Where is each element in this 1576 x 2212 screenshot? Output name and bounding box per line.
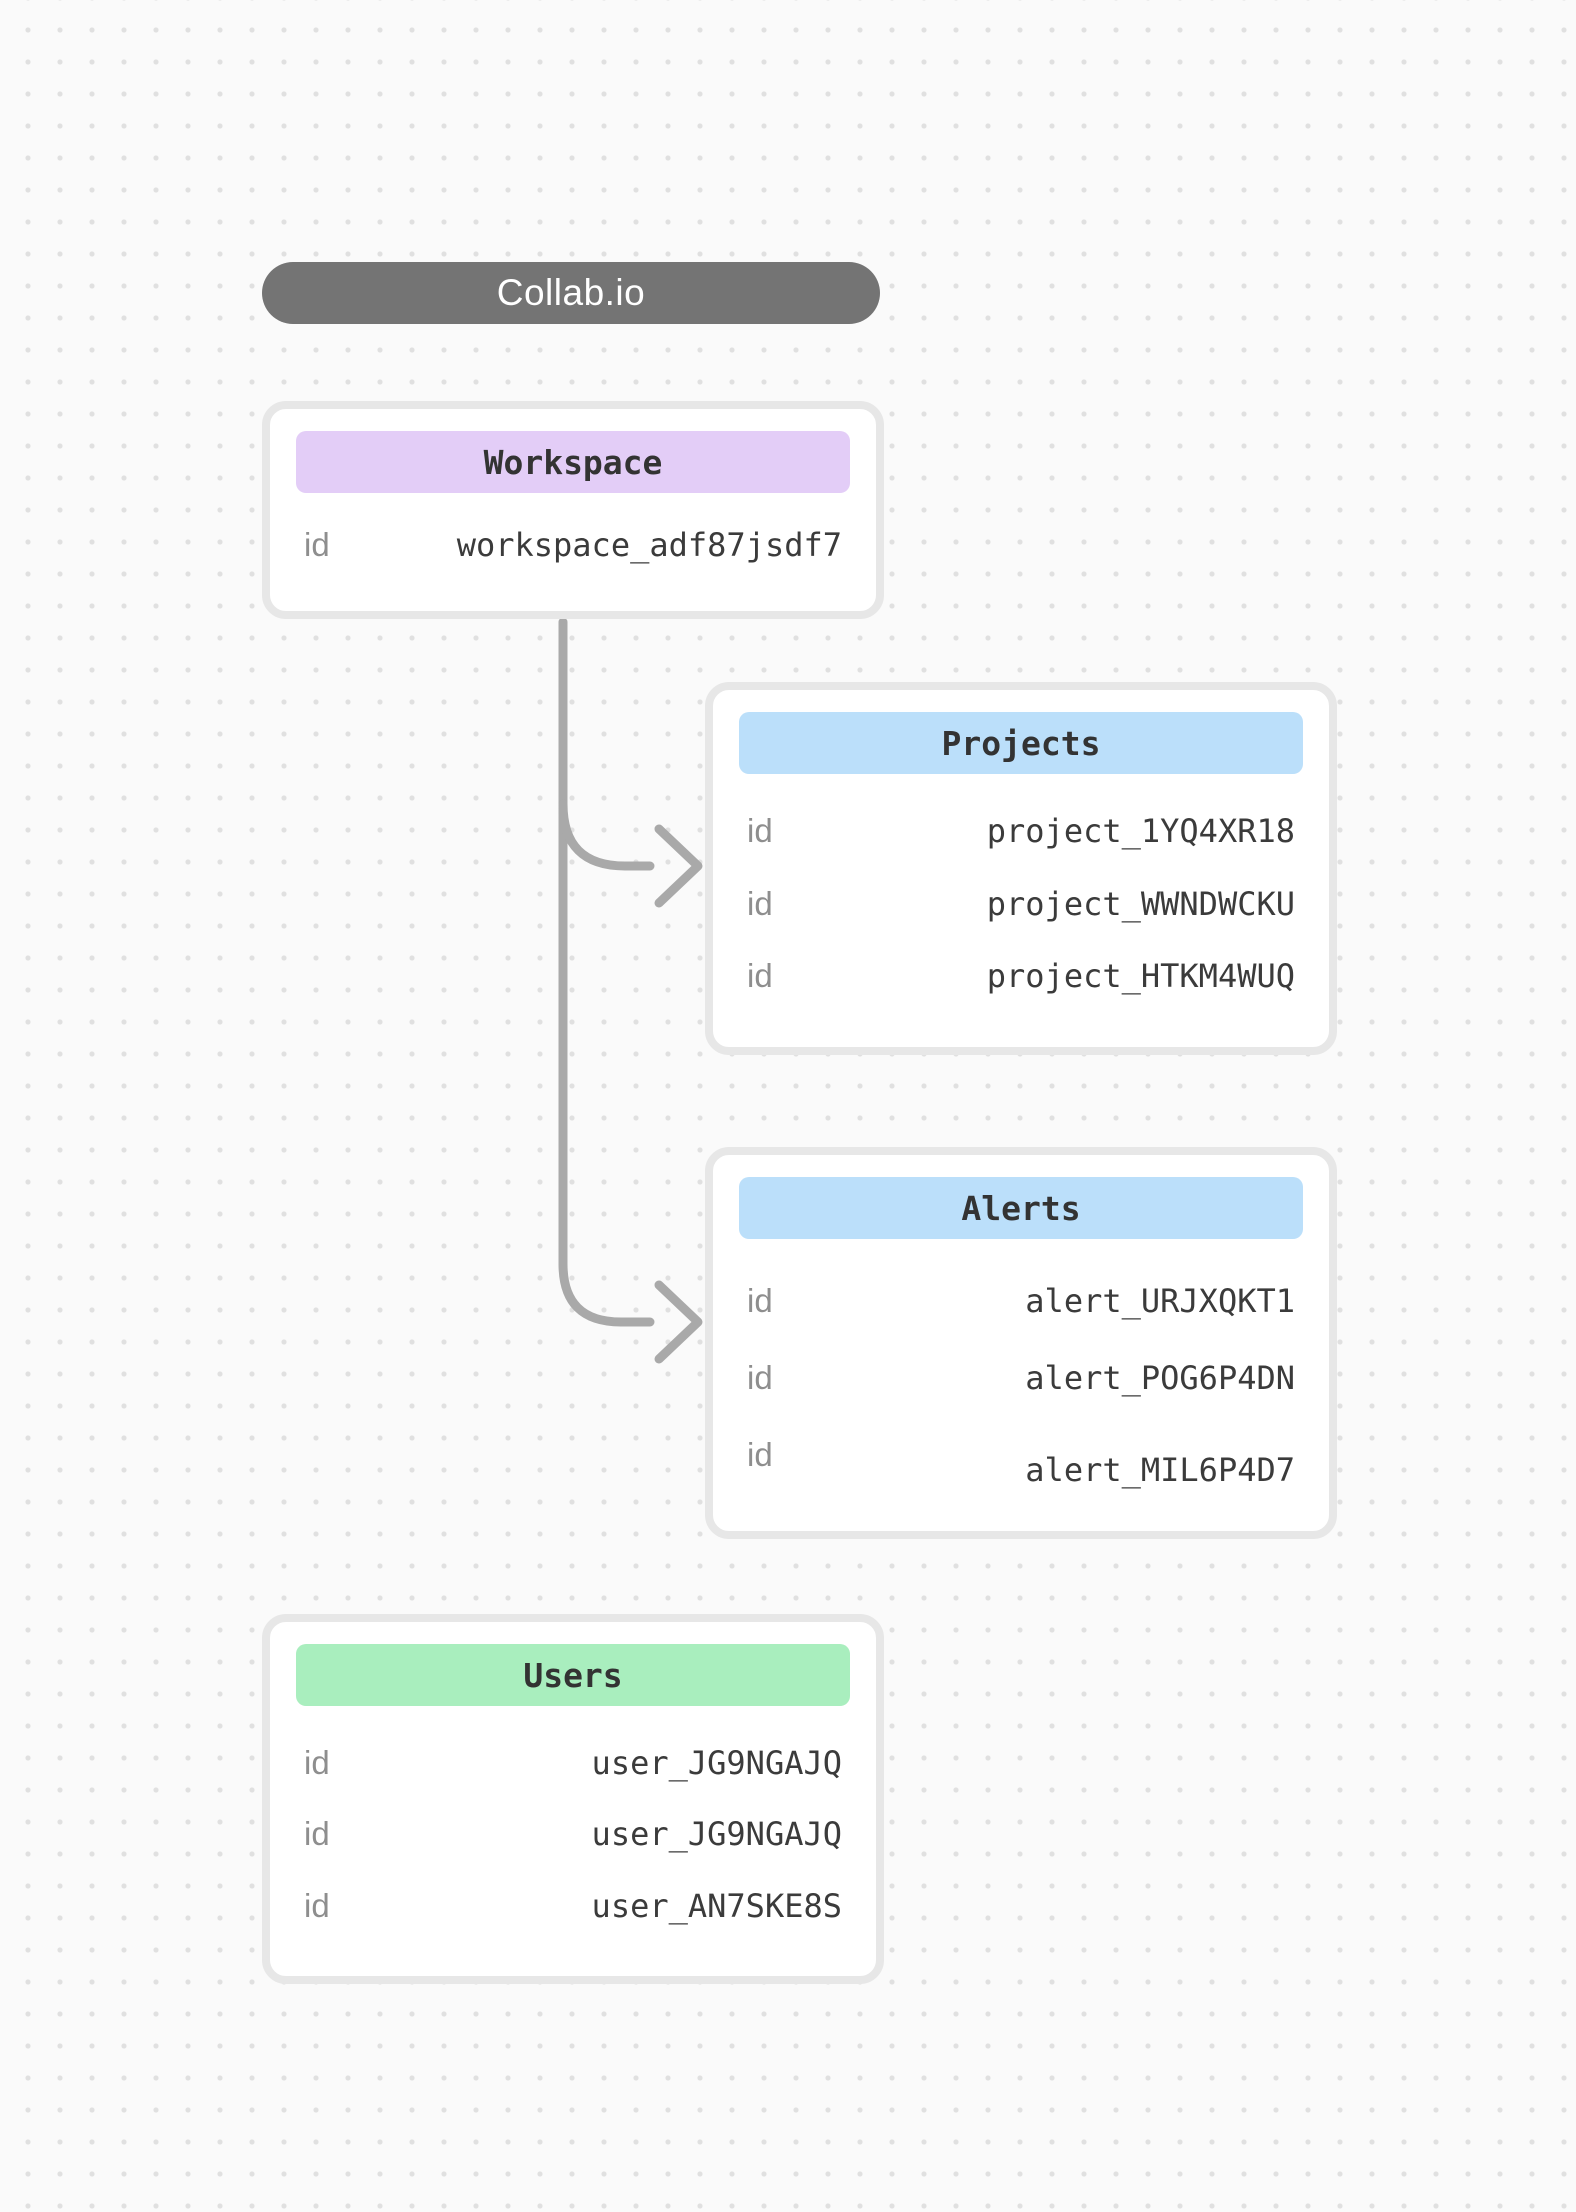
node-projects-header: Projects — [739, 712, 1303, 774]
row-value: project_HTKM4WUQ — [986, 956, 1295, 995]
node-projects-rows: id project_1YQ4XR18 id project_WWNDWCKU … — [739, 774, 1303, 1033]
row-value: alert_URJXQKT1 — [1025, 1282, 1295, 1320]
node-workspace[interactable]: Workspace id workspace_adf87jsdf7 — [262, 401, 884, 619]
row-label: id — [304, 1815, 330, 1852]
arrowhead-alerts-icon — [654, 1280, 703, 1364]
table-row: id alert_MIL6P4D7 — [747, 1436, 1295, 1489]
row-label: id — [747, 1282, 773, 1319]
row-label: id — [304, 1886, 330, 1924]
row-value: workspace_adf87jsdf7 — [456, 526, 842, 564]
table-row: id user_AN7SKE8S — [304, 1887, 842, 1925]
node-workspace-title: Workspace — [483, 442, 663, 482]
node-users-header: Users — [296, 1644, 850, 1706]
node-alerts-title: Alerts — [961, 1188, 1081, 1228]
diagram-title: Collab.io — [496, 272, 646, 313]
row-value: project_WWNDWCKU — [986, 884, 1295, 923]
row-value: project_1YQ4XR18 — [986, 812, 1295, 851]
connector-branch-to-projects — [558, 799, 655, 871]
row-value: user_AN7SKE8S — [591, 1886, 842, 1925]
table-row: id project_1YQ4XR18 — [747, 812, 1295, 850]
table-row: id alert_URJXQKT1 — [747, 1282, 1295, 1320]
node-users[interactable]: Users id user_JG9NGAJQ id user_JG9NGAJQ … — [262, 1614, 884, 1984]
node-workspace-rows: id workspace_adf87jsdf7 — [296, 493, 850, 597]
node-workspace-header: Workspace — [296, 431, 850, 493]
row-label: id — [747, 1436, 773, 1473]
row-label: id — [747, 1359, 773, 1396]
connector-trunk-to-alerts — [558, 617, 655, 1327]
node-projects-title: Projects — [941, 723, 1101, 763]
node-users-title: Users — [523, 1655, 623, 1695]
row-value: user_JG9NGAJQ — [591, 1815, 842, 1853]
table-row: id workspace_adf87jsdf7 — [304, 526, 842, 564]
node-projects[interactable]: Projects id project_1YQ4XR18 id project_… — [705, 682, 1337, 1055]
node-alerts[interactable]: Alerts id alert_URJXQKT1 id alert_POG6P4… — [705, 1147, 1337, 1539]
table-row: id user_JG9NGAJQ — [304, 1815, 842, 1853]
table-row: id project_HTKM4WUQ — [747, 957, 1295, 995]
node-alerts-header: Alerts — [739, 1177, 1303, 1239]
row-label: id — [747, 956, 773, 994]
row-value: user_JG9NGAJQ — [591, 1743, 842, 1782]
row-label: id — [304, 1743, 330, 1781]
arrowhead-projects-icon — [654, 824, 703, 908]
table-row: id user_JG9NGAJQ — [304, 1744, 842, 1782]
row-label: id — [304, 526, 330, 563]
diagram-title-pill[interactable]: Collab.io — [262, 262, 880, 324]
node-alerts-rows: id alert_URJXQKT1 id alert_POG6P4DN id a… — [739, 1239, 1303, 1517]
table-row: id project_WWNDWCKU — [747, 885, 1295, 923]
row-value: alert_POG6P4DN — [1025, 1359, 1295, 1397]
row-label: id — [747, 884, 773, 922]
row-value: alert_MIL6P4D7 — [1025, 1451, 1295, 1489]
node-users-rows: id user_JG9NGAJQ id user_JG9NGAJQ id use… — [296, 1706, 850, 1962]
row-label: id — [747, 812, 773, 850]
table-row: id alert_POG6P4DN — [747, 1359, 1295, 1397]
